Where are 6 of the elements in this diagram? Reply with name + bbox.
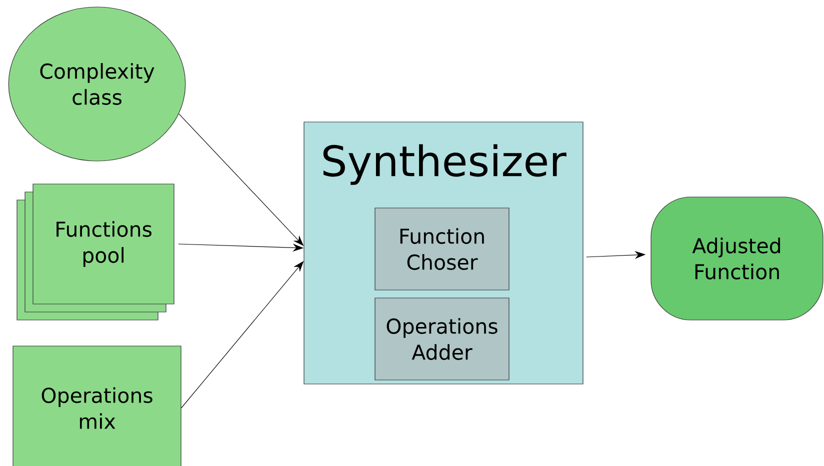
component-box: Operations Adder (374, 298, 510, 380)
process-box: Operations mix (12, 346, 182, 466)
ellipse-node: Complexity class (8, 6, 186, 162)
stacked-boxes: Functions pool (16, 184, 174, 320)
component-box: Function Choser (374, 208, 510, 290)
rounded-box: Adjusted Function (650, 196, 824, 320)
